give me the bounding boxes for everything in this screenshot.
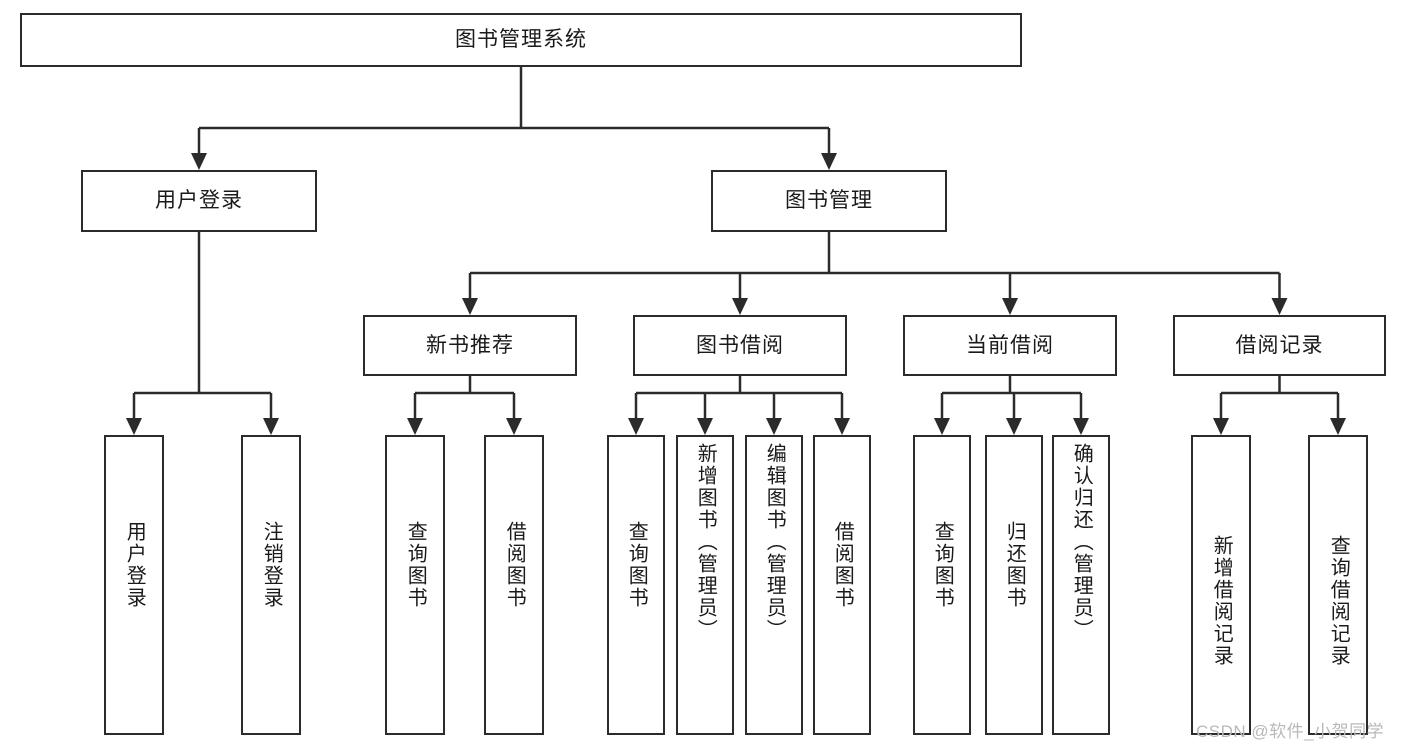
edge-arrowhead: [462, 298, 478, 315]
node-leaf-rec-add[interactable]: 新增借阅记录: [1191, 435, 1251, 735]
node-leaf-cur-query[interactable]: 查询图书: [913, 435, 971, 735]
edge-arrowhead: [766, 418, 782, 435]
edge-arrowhead: [1330, 418, 1346, 435]
edge-arrowhead: [407, 418, 423, 435]
edge-arrowhead: [191, 153, 207, 170]
node-label: 查询借阅记录: [1327, 535, 1350, 667]
edge-arrowhead: [506, 418, 522, 435]
node-label: 借阅图书: [503, 521, 526, 609]
node-leaf-rec-query[interactable]: 查询借阅记录: [1308, 435, 1368, 735]
node-label: 编辑图书（管理员）: [763, 443, 786, 641]
node-leaf-cur-return[interactable]: 归还图书: [985, 435, 1043, 735]
edge-arrowhead: [834, 418, 850, 435]
node-leaf-user-logout[interactable]: 注销登录: [241, 435, 301, 735]
node-label: 图书管理系统: [455, 28, 587, 52]
node-label: 查询图书: [404, 521, 427, 609]
edge-arrowhead: [1002, 298, 1018, 315]
edge-arrowhead: [263, 418, 279, 435]
edge-arrowhead: [1271, 298, 1288, 315]
edge-arrowhead: [126, 418, 142, 435]
node-label: 当前借阅: [966, 333, 1054, 357]
node-leaf-nb-query[interactable]: 查询图书: [385, 435, 445, 735]
edge-arrowhead: [697, 418, 713, 435]
node-label: 确认归还（管理员）: [1070, 443, 1093, 641]
node-label: 新书推荐: [426, 333, 514, 357]
edge-arrowhead: [934, 418, 950, 435]
node-bookmgmt[interactable]: 图书管理: [711, 170, 947, 232]
node-label: 图书借阅: [696, 333, 784, 357]
edge-arrowhead: [821, 153, 837, 170]
node-label: 归还图书: [1003, 521, 1026, 609]
node-borrow[interactable]: 图书借阅: [633, 315, 847, 376]
node-login[interactable]: 用户登录: [81, 170, 317, 232]
edge-arrowhead: [1006, 418, 1022, 435]
node-label: 新增借阅记录: [1210, 535, 1233, 667]
edge-arrowhead: [732, 298, 748, 315]
node-leaf-bb-query[interactable]: 查询图书: [607, 435, 665, 735]
node-label: 新增图书（管理员）: [694, 443, 717, 641]
node-label: 图书管理: [785, 189, 873, 213]
node-leaf-cur-confirm[interactable]: 确认归还（管理员）: [1052, 435, 1110, 735]
node-root[interactable]: 图书管理系统: [20, 13, 1022, 67]
node-label: 借阅图书: [831, 521, 854, 609]
node-leaf-nb-borrow[interactable]: 借阅图书: [484, 435, 544, 735]
node-label: 查询图书: [931, 521, 954, 609]
node-leaf-bb-edit[interactable]: 编辑图书（管理员）: [745, 435, 803, 735]
node-leaf-bb-borrow[interactable]: 借阅图书: [813, 435, 871, 735]
watermark: CSDN @软件_小贺同学: [1196, 722, 1385, 741]
node-label: 借阅记录: [1235, 333, 1324, 357]
node-label: 用户登录: [155, 189, 243, 213]
node-leaf-user-login[interactable]: 用户登录: [104, 435, 164, 735]
node-current[interactable]: 当前借阅: [903, 315, 1117, 376]
node-label: 用户登录: [123, 521, 146, 609]
edge-arrowhead: [1073, 418, 1089, 435]
node-label: 查询图书: [625, 521, 648, 609]
node-records[interactable]: 借阅记录: [1173, 315, 1386, 376]
edge-arrowhead: [1213, 418, 1229, 435]
node-newbook[interactable]: 新书推荐: [363, 315, 577, 376]
node-leaf-bb-add[interactable]: 新增图书（管理员）: [676, 435, 734, 735]
edge-arrowhead: [628, 418, 644, 435]
node-label: 注销登录: [260, 521, 283, 609]
